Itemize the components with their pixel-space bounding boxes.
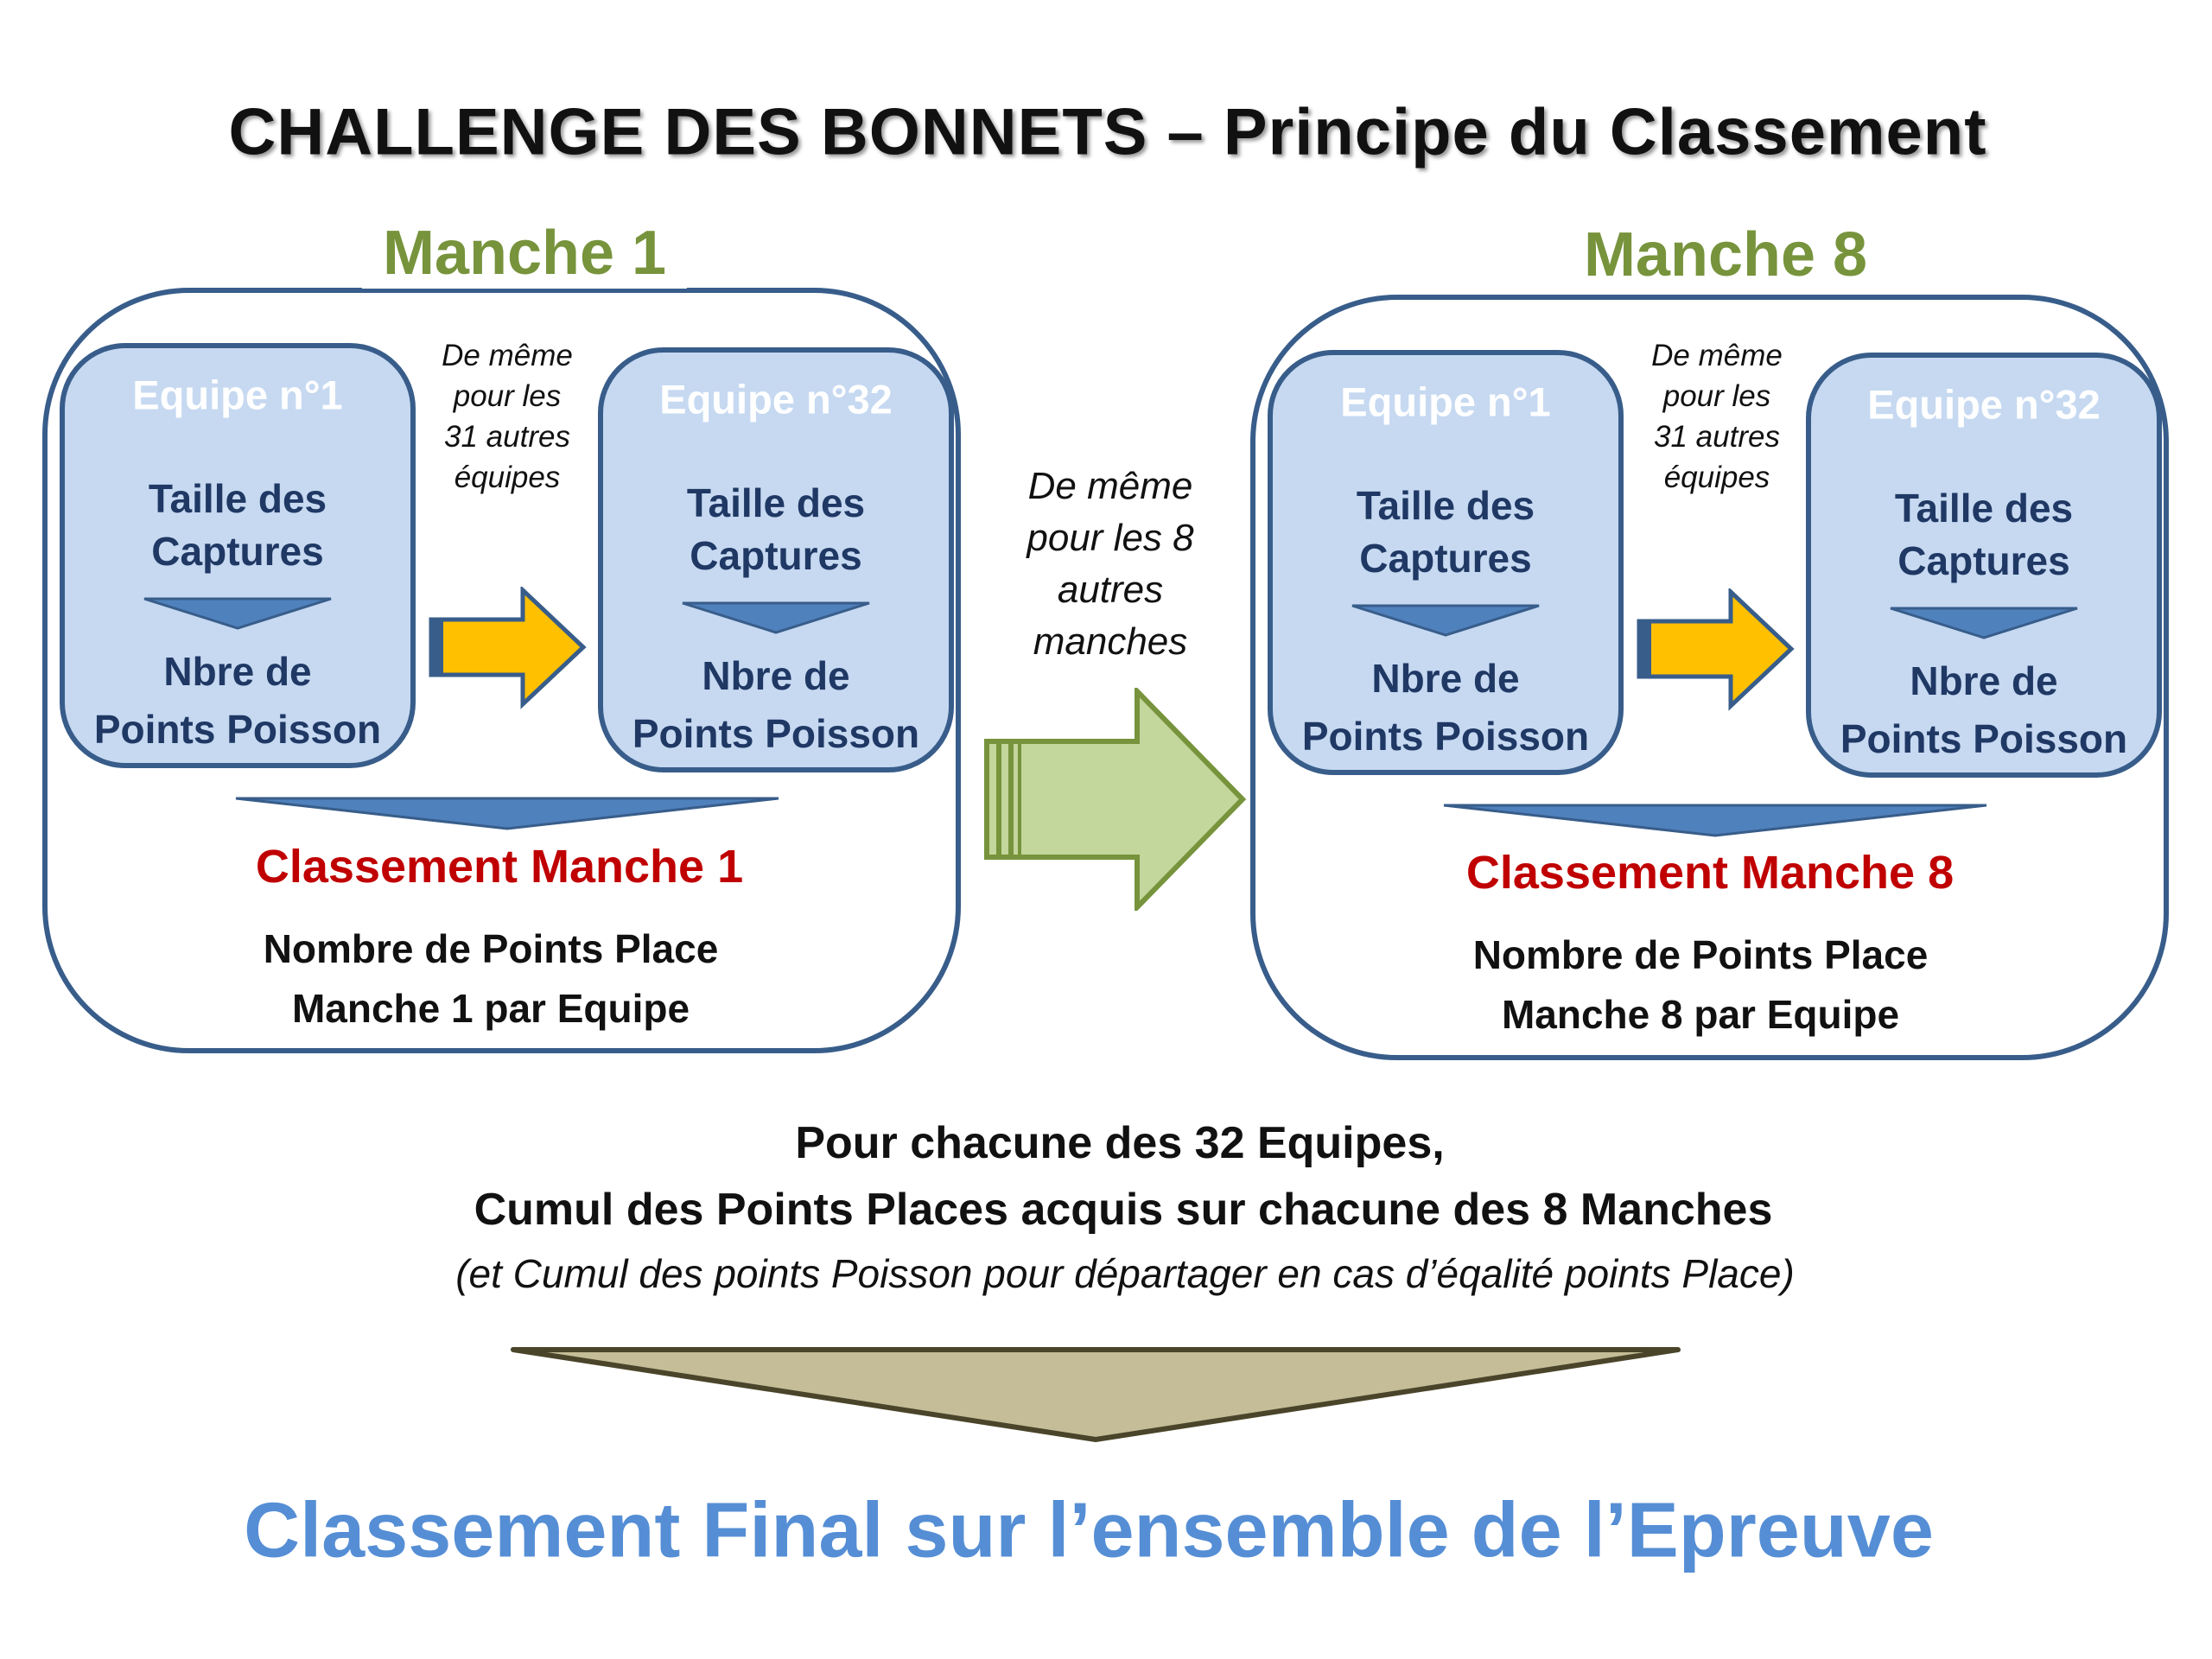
manche-1-panel: Manche 1 Equipe n°1 Taille des Captures …	[42, 218, 1019, 1053]
manche-title: Manche 1	[361, 218, 688, 289]
manche-8-panel: Manche 8 Equipe n°1 Taille des Captures …	[1250, 219, 2212, 1060]
chevron-down-icon	[682, 601, 870, 634]
team-text: Taille des	[148, 476, 327, 521]
team-name: Equipe n°1	[132, 372, 343, 418]
team-text: Nbre de	[163, 649, 312, 694]
middle-note: De même pour les 8 autres manches	[1027, 461, 1193, 668]
team-box-first: Equipe n°1 Taille des Captures Nbre de P…	[60, 343, 416, 768]
note-line: 31 autres	[1654, 420, 1780, 454]
team-box-first: Equipe n°1 Taille des Captures Nbre de P…	[1268, 350, 1624, 775]
chevron-down-icon	[1890, 607, 2078, 639]
note-line: De même	[1027, 465, 1193, 507]
team-text: Captures	[151, 529, 324, 574]
classement-label: Classement Manche 1	[255, 841, 744, 893]
arrow-right-yellow-icon	[1637, 588, 1795, 711]
team-text: Nbre de	[1910, 658, 2058, 703]
between-note: De même pour les 31 autres équipes	[442, 335, 573, 498]
team-text: Captures	[690, 533, 862, 578]
team-name: Equipe n°32	[1867, 381, 2101, 428]
note-line: De même	[1651, 339, 1783, 372]
classement-label: Classement Manche 8	[1465, 847, 1955, 899]
between-note: De même pour les 31 autres équipes	[1651, 335, 1783, 498]
team-text: Taille des	[1894, 486, 2074, 531]
note-line: pour les	[1662, 379, 1771, 413]
manche-frame	[42, 288, 961, 1053]
note-line: De même	[442, 339, 573, 372]
note-line: pour les 8	[1027, 517, 1194, 559]
arrow-right-green-icon	[984, 688, 1247, 911]
manche-frame	[1250, 295, 2169, 1060]
team-text: Points Poisson	[93, 707, 382, 752]
team-text: Nbre de	[702, 653, 850, 698]
final-ranking-label: Classement Final sur l’ensemble de l’Epr…	[244, 1487, 1934, 1574]
triangle-down-icon	[511, 1347, 1681, 1442]
summary-note: (et Cumul des points Poisson pour départ…	[455, 1251, 1795, 1296]
note-line: pour les	[453, 379, 562, 413]
chevron-down-icon	[143, 597, 332, 630]
team-name: Equipe n°32	[659, 376, 893, 423]
points-line: Nombre de Points Place	[1472, 932, 1929, 977]
points-line: Nombre de Points Place	[263, 926, 719, 971]
team-text: Captures	[1897, 538, 2070, 583]
note-line: autres	[1057, 569, 1164, 611]
points-line: Manche 8 par Equipe	[1501, 992, 1900, 1037]
note-line: équipes	[1663, 461, 1770, 494]
summary-line-2: Cumul des Points Places acquis sur chacu…	[474, 1185, 1773, 1235]
chevron-down-wide-icon	[1443, 804, 1987, 837]
note-line: équipes	[454, 461, 561, 494]
page-title: CHALLENGE DES BONNETS – Principe du Clas…	[228, 95, 1987, 169]
team-text: Taille des	[686, 480, 866, 525]
team-text: Captures	[1359, 536, 1532, 581]
chevron-down-wide-icon	[235, 797, 779, 830]
summary-line-1: Pour chacune des 32 Equipes,	[795, 1118, 1445, 1168]
note-line: 31 autres	[444, 420, 570, 454]
team-text: Points Poisson	[632, 711, 920, 756]
team-text: Taille des	[1356, 483, 1535, 528]
team-text: Nbre de	[1371, 656, 1520, 701]
team-text: Points Poisson	[1301, 714, 1590, 759]
team-box-last: Equipe n°32 Taille des Captures Nbre de …	[598, 347, 954, 772]
team-box-last: Equipe n°32 Taille des Captures Nbre de …	[1806, 353, 2162, 778]
team-name: Equipe n°1	[1340, 378, 1551, 425]
arrow-right-yellow-icon	[429, 587, 587, 709]
chevron-down-icon	[1351, 604, 1540, 637]
points-line: Manche 1 par Equipe	[291, 986, 690, 1031]
manche-title: Manche 8	[1562, 219, 1889, 290]
note-line: manches	[1033, 620, 1188, 663]
team-text: Points Poisson	[1840, 716, 2128, 761]
